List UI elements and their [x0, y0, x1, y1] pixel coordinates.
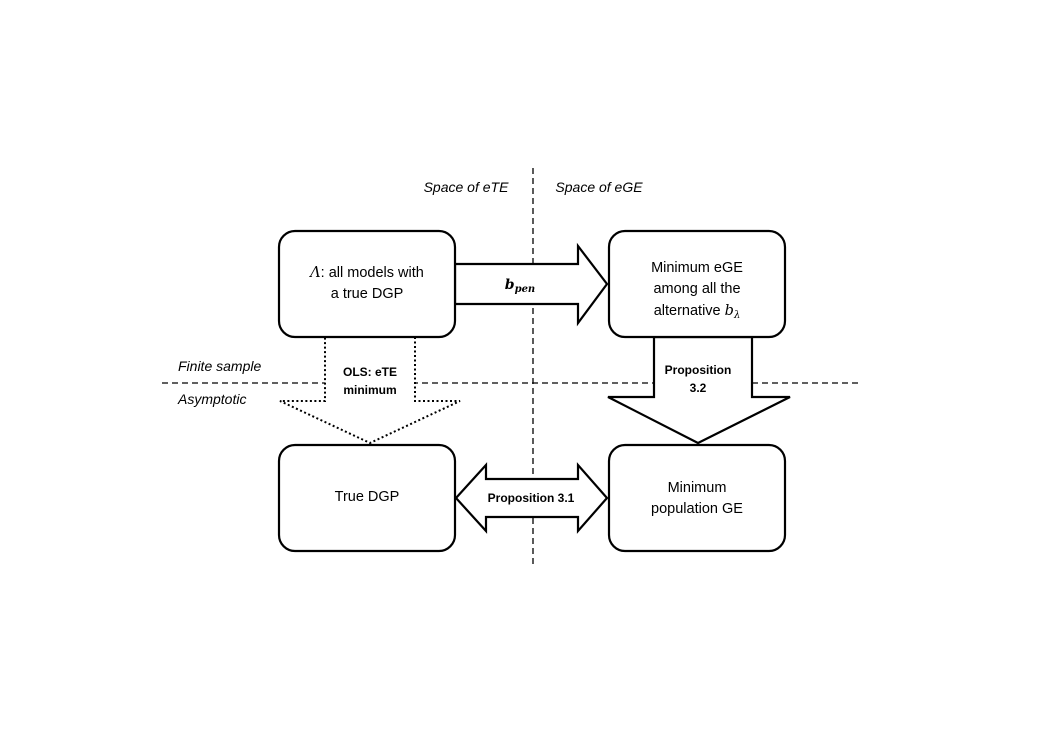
asymptotic-label: Asymptotic	[177, 391, 246, 407]
all-models-box-line2: a true DGP	[331, 286, 404, 302]
ols-label-backdrop	[329, 362, 411, 402]
proposition-3-1-arrow: Proposition 3.1	[454, 462, 609, 534]
proposition-3-1-arrow-shape	[454, 462, 609, 534]
left-space-label: Space of eTE	[424, 179, 509, 195]
minimum-ege-line3-text: alternative	[654, 303, 725, 319]
minimum-population-ge-box-frame	[607, 443, 787, 553]
minimum-ege-line3: alternative bλ	[654, 303, 741, 321]
b-pen-arrow-label: bpen	[505, 277, 535, 295]
b-pen-symbol: b	[505, 277, 515, 293]
proposition-3-1-label: Proposition 3.1	[488, 491, 575, 505]
all-models-box-frame	[277, 229, 457, 339]
proposition-3-2-label-line1: Proposition	[665, 363, 732, 377]
ols-arrow: OLS: eTE minimum	[279, 336, 461, 445]
all-models-line1-text: : all models with	[321, 265, 424, 281]
b-pen-arrow: bpen	[453, 242, 609, 327]
true-dgp-box: True DGP	[277, 443, 457, 553]
finite-sample-label: Finite sample	[178, 358, 261, 374]
minimum-population-ge-line1: Minimum	[668, 480, 727, 496]
lambda-symbol: Λ	[308, 265, 320, 281]
proposition-3-2-label-backdrop	[657, 362, 749, 396]
b-lambda-symbol: b	[725, 303, 734, 319]
proposition-3-2-label-line2: 3.2	[690, 381, 707, 395]
minimum-ege-line2: among all the	[653, 281, 740, 297]
right-space-label: Space of eGE	[555, 179, 643, 195]
b-pen-subscript: pen	[515, 284, 536, 295]
ols-arrow-label-line2: minimum	[343, 383, 396, 397]
true-dgp-label: True DGP	[335, 489, 400, 505]
minimum-ege-box-frame	[607, 229, 787, 339]
proposition-3-2-arrow: Proposition 3.2	[607, 335, 791, 445]
ols-arrow-label-line1: OLS: eTE	[343, 365, 397, 379]
b-lambda-subscript: λ	[733, 310, 740, 321]
minimum-population-ge-box: Minimum population GE	[607, 443, 787, 553]
all-models-box-line1: Λ: all models with	[308, 265, 424, 281]
all-models-box: Λ: all models with a true DGP	[277, 229, 457, 339]
true-dgp-box-frame	[277, 443, 457, 553]
minimum-population-ge-line2: population GE	[651, 501, 743, 517]
minimum-ege-box: Minimum eGE among all the alternative bλ	[607, 229, 787, 339]
minimum-ege-line1: Minimum eGE	[651, 260, 743, 276]
b-pen-arrow-shape	[453, 242, 609, 327]
